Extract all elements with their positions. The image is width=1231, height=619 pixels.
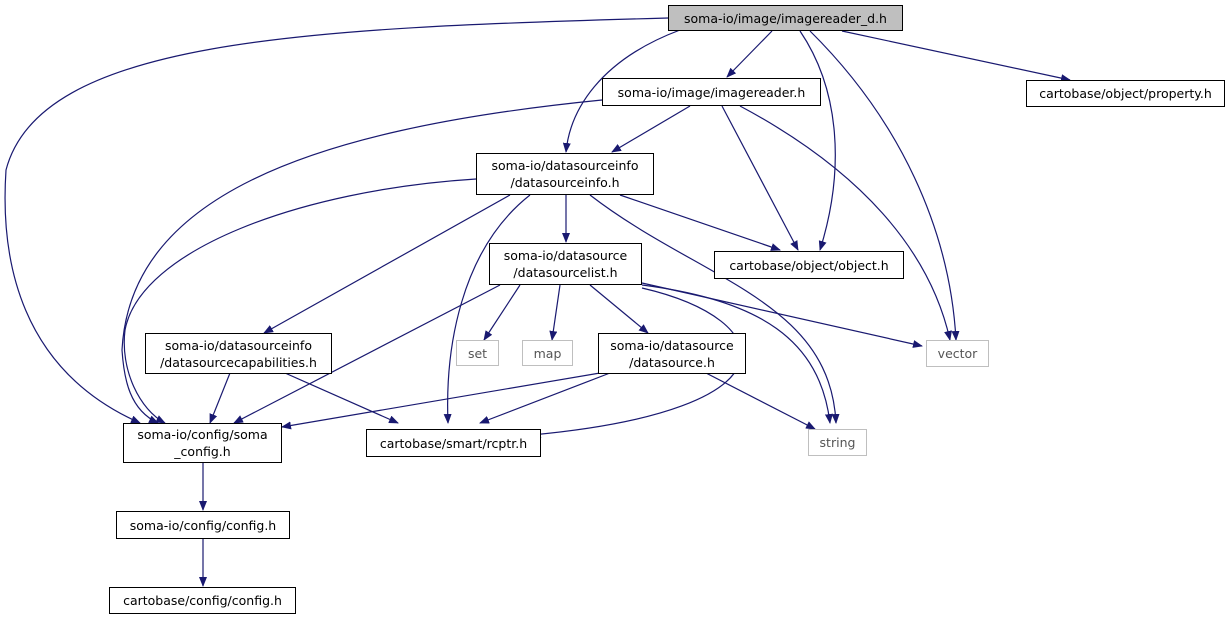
node-set: set: [456, 340, 499, 366]
edge-datasource-to-rcptr: [479, 372, 611, 424]
node-label: vector: [937, 346, 978, 361]
edge-datasourceinfo-to-string: [589, 194, 840, 424]
node-label-line-1: soma-io/datasource: [503, 248, 628, 263]
edge-datasourcelist-to-set: [483, 284, 521, 341]
node-datasourcecapabilities[interactable]: soma-io/datasourceinfo /datasourcecapabi…: [145, 333, 332, 374]
node-label: soma-io/image/imagereader_d.h: [684, 10, 887, 26]
edge-imagereader-d-to-vector: [809, 30, 960, 341]
edge-datasource-to-string: [705, 372, 816, 430]
edge-datasourcecapabilities-to-soma-config: [209, 372, 231, 424]
node-label: map: [533, 345, 562, 361]
node-object[interactable]: cartobase/object/object.h: [714, 251, 904, 279]
edge-datasourcelist-to-soma-config: [233, 284, 501, 424]
edge-datasourcecapabilities-to-rcptr: [284, 372, 399, 424]
node-datasource[interactable]: soma-io/datasource /datasource.h: [598, 333, 746, 374]
node-label: soma-io/image/imagereader.h: [617, 84, 806, 100]
node-label-line-2: /datasourcecapabilities.h: [160, 354, 317, 370]
edge-datasourceinfo-to-object: [619, 194, 781, 251]
node-label-line-2: /datasourcelist.h: [513, 265, 618, 280]
node-label-line-1: soma-io/config/soma: [137, 427, 268, 442]
node-label-line-2: /datasource.h: [629, 354, 715, 370]
edge-imagereader-to-datasourceinfo: [611, 105, 691, 153]
node-datasourcelist[interactable]: soma-io/datasource /datasourcelist.h: [489, 243, 642, 285]
node-label-line-2: /datasourceinfo.h: [510, 175, 620, 190]
node-label-line-1: soma-io/datasourceinfo: [491, 158, 639, 173]
node-map: map: [522, 340, 573, 366]
edge-datasourcelist-to-map: [549, 284, 561, 341]
node-config-somaio[interactable]: soma-io/config/config.h: [116, 511, 290, 539]
node-imagereader-d: soma-io/image/imagereader_d.h: [668, 5, 903, 31]
node-datasourceinfo[interactable]: soma-io/datasourceinfo /datasourceinfo.h: [476, 153, 654, 195]
node-label-line-2: _config.h: [174, 444, 231, 459]
edge-datasourceinfo-to-soma-config: [123, 178, 477, 424]
node-label: cartobase/config/config.h: [123, 593, 282, 608]
node-string: string: [808, 429, 867, 456]
edge-datasourcelist-to-string: [641, 284, 833, 424]
node-label: cartobase/object/object.h: [729, 257, 889, 273]
node-rcptr[interactable]: cartobase/smart/rcptr.h: [366, 429, 541, 457]
node-label: cartobase/object/property.h: [1039, 86, 1212, 101]
edge-datasource-to-soma-config: [281, 372, 601, 430]
edge-imagereader-d-to-datasourceinfo: [562, 29, 681, 153]
node-soma-config[interactable]: soma-io/config/soma _config.h: [123, 423, 282, 463]
edge-datasourceinfo-to-rcptr: [443, 194, 531, 424]
edge-imagereader-to-soma-config: [121, 99, 603, 424]
edge-imagereader-d-to-object: [799, 30, 836, 251]
node-label-line-1: soma-io/datasourceinfo: [165, 337, 312, 353]
node-label: set: [467, 345, 488, 361]
node-imagereader[interactable]: soma-io/image/imagereader.h: [602, 78, 821, 106]
node-label: string: [819, 435, 856, 450]
node-label: cartobase/smart/rcptr.h: [379, 435, 528, 451]
edge-datasourcelist-to-datasource: [589, 284, 649, 334]
node-label: soma-io/config/config.h: [129, 517, 277, 533]
edge-imagereader-d-to-property: [841, 30, 1071, 83]
edge-imagereader-d-to-soma-config: [4, 17, 669, 424]
edge-datasourceinfo-to-datasourcecapabilities: [263, 194, 511, 334]
node-vector: vector: [926, 340, 989, 367]
edge-imagereader-to-vector: [739, 105, 952, 341]
edge-imagereader-to-object: [721, 105, 799, 251]
edge-imagereader-d-to-imagereader: [726, 30, 773, 78]
node-property[interactable]: cartobase/object/property.h: [1026, 80, 1225, 107]
node-label-line-1: soma-io/datasource: [610, 337, 734, 353]
node-config-cartobase[interactable]: cartobase/config/config.h: [109, 587, 296, 614]
